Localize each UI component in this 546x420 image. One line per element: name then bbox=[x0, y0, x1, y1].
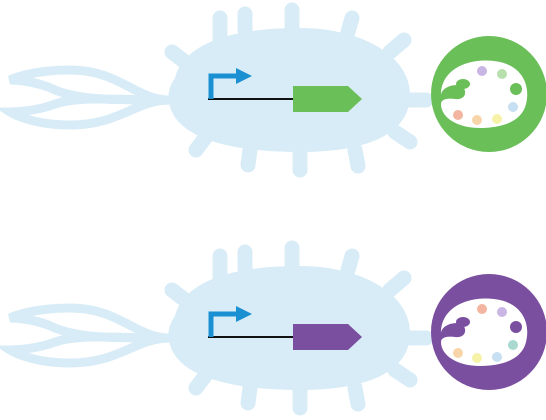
pilus-4 bbox=[348, 18, 352, 32]
cell-row-green bbox=[10, 10, 546, 170]
pilus-11 bbox=[196, 138, 205, 150]
pilus-5 bbox=[390, 40, 404, 52]
pilus-5 bbox=[390, 278, 404, 290]
pilus-11 bbox=[196, 376, 205, 388]
palette-paint-dot bbox=[472, 115, 482, 125]
pilus-7 bbox=[395, 132, 410, 142]
palette-thumb-dot bbox=[456, 317, 470, 327]
pilus-10 bbox=[248, 150, 250, 165]
pilus-8 bbox=[355, 388, 358, 404]
gene-block bbox=[293, 324, 362, 350]
flagellum-bottom bbox=[10, 337, 170, 363]
palette-paint-dot bbox=[510, 321, 522, 333]
palette-paint-dot bbox=[477, 66, 487, 76]
pilus-10 bbox=[248, 388, 250, 403]
bacterium-body bbox=[168, 28, 410, 152]
flagellum-bottom bbox=[10, 99, 170, 125]
palette-paint-dot bbox=[508, 102, 518, 112]
palette-paint-dot bbox=[510, 83, 522, 95]
palette-paint-dot bbox=[492, 352, 502, 362]
pilus-8 bbox=[355, 150, 358, 166]
palette-paint-dot bbox=[492, 114, 502, 124]
pilus-7 bbox=[395, 370, 410, 380]
palette-paint-dot bbox=[497, 69, 507, 79]
gene-block bbox=[293, 86, 362, 112]
palette-paint-dot bbox=[453, 110, 463, 120]
bacterium-body bbox=[168, 266, 410, 390]
pilus-4 bbox=[348, 256, 352, 270]
cell-row-purple bbox=[10, 248, 546, 408]
pilus-12 bbox=[172, 52, 185, 62]
palette-thumb-dot bbox=[456, 79, 470, 89]
palette-paint-dot bbox=[472, 353, 482, 363]
palette-paint-dot bbox=[508, 340, 518, 350]
pilus-12 bbox=[172, 290, 185, 300]
palette-paint-dot bbox=[477, 304, 487, 314]
palette-paint-dot bbox=[497, 307, 507, 317]
palette-paint-dot bbox=[453, 348, 463, 358]
